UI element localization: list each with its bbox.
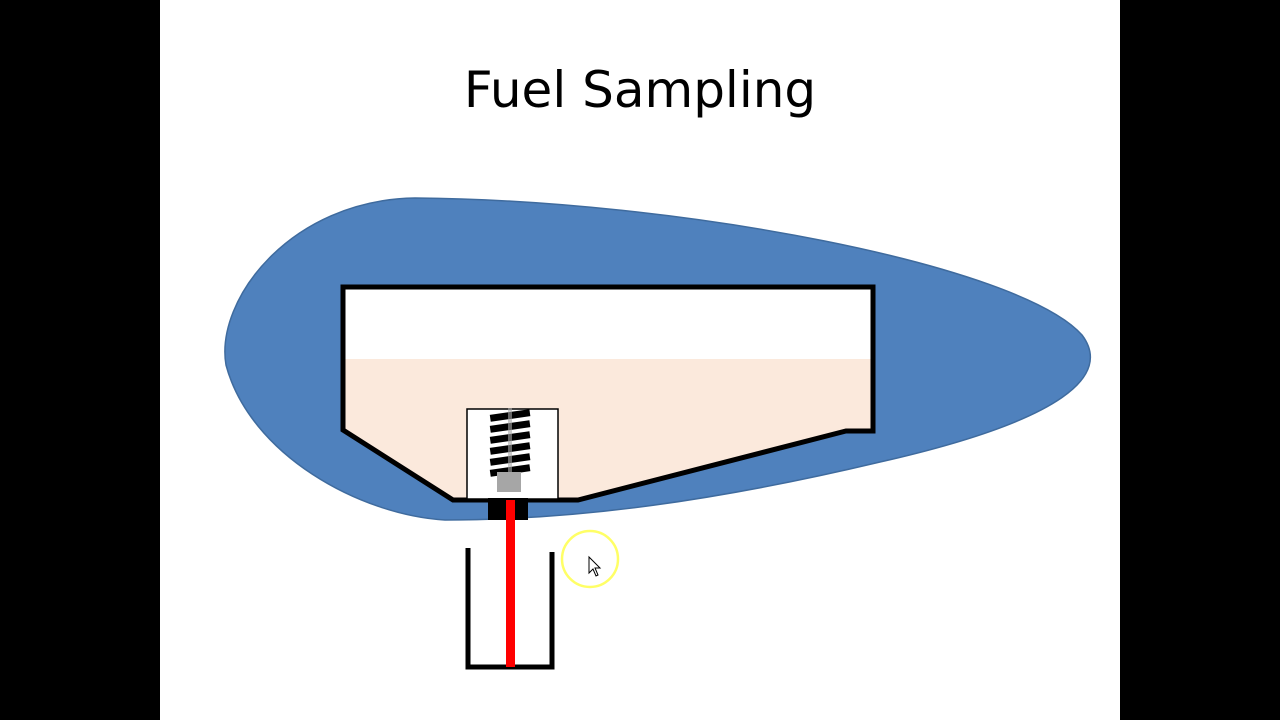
slide-title: Fuel Sampling: [463, 61, 817, 119]
fuel-tank-top: [341, 285, 875, 288]
fuel-tank-outline: [340, 284, 876, 503]
valve-stem: [508, 408, 512, 473]
slide: Fuel Sampling: [160, 0, 1120, 720]
valve-plunger: [497, 472, 521, 492]
drain-tube: [506, 500, 515, 667]
tank-air-space: [343, 287, 873, 359]
fuel-sampling-diagram: [224, 197, 1092, 670]
mouse-pointer-icon: [560, 529, 620, 589]
